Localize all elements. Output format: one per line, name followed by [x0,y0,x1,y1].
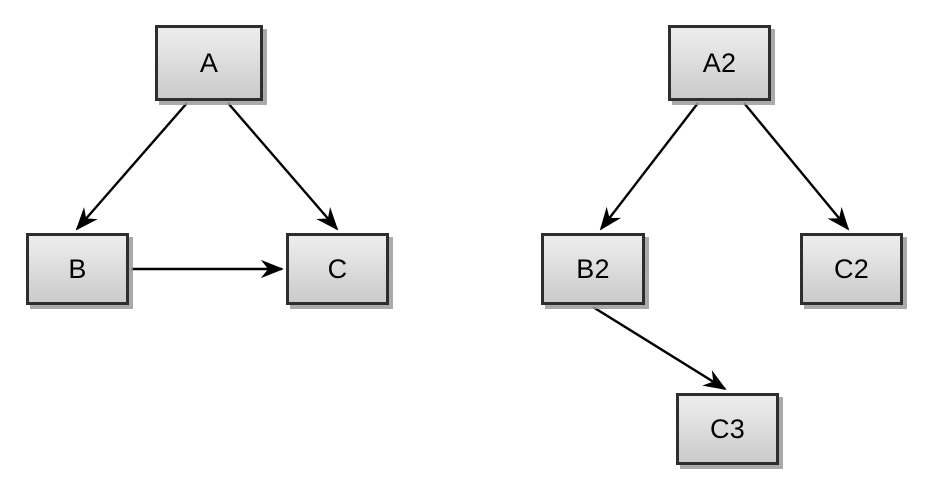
edge-a2-to-c2 [743,102,850,231]
node-label: B [68,253,87,284]
node-label: C3 [710,413,745,444]
node-label: C2 [834,253,869,284]
node-label: B2 [576,253,610,284]
node-c2[interactable]: C2 [800,233,903,305]
edges-group [75,102,850,391]
node-a2[interactable]: A2 [668,25,771,101]
edge-a-to-c [227,102,339,231]
node-b2[interactable]: B2 [541,233,645,305]
node-b[interactable]: B [26,233,129,305]
node-label: A [199,47,219,78]
node-label: C [327,253,348,284]
edge-a2-to-b2 [599,102,699,231]
edge-b2-to-c3 [592,305,727,391]
node-a[interactable]: A [155,25,263,101]
edge-a-to-b [75,102,188,231]
node-c[interactable]: C [286,233,389,305]
node-c3[interactable]: C3 [676,393,779,465]
node-label: A2 [702,47,737,78]
